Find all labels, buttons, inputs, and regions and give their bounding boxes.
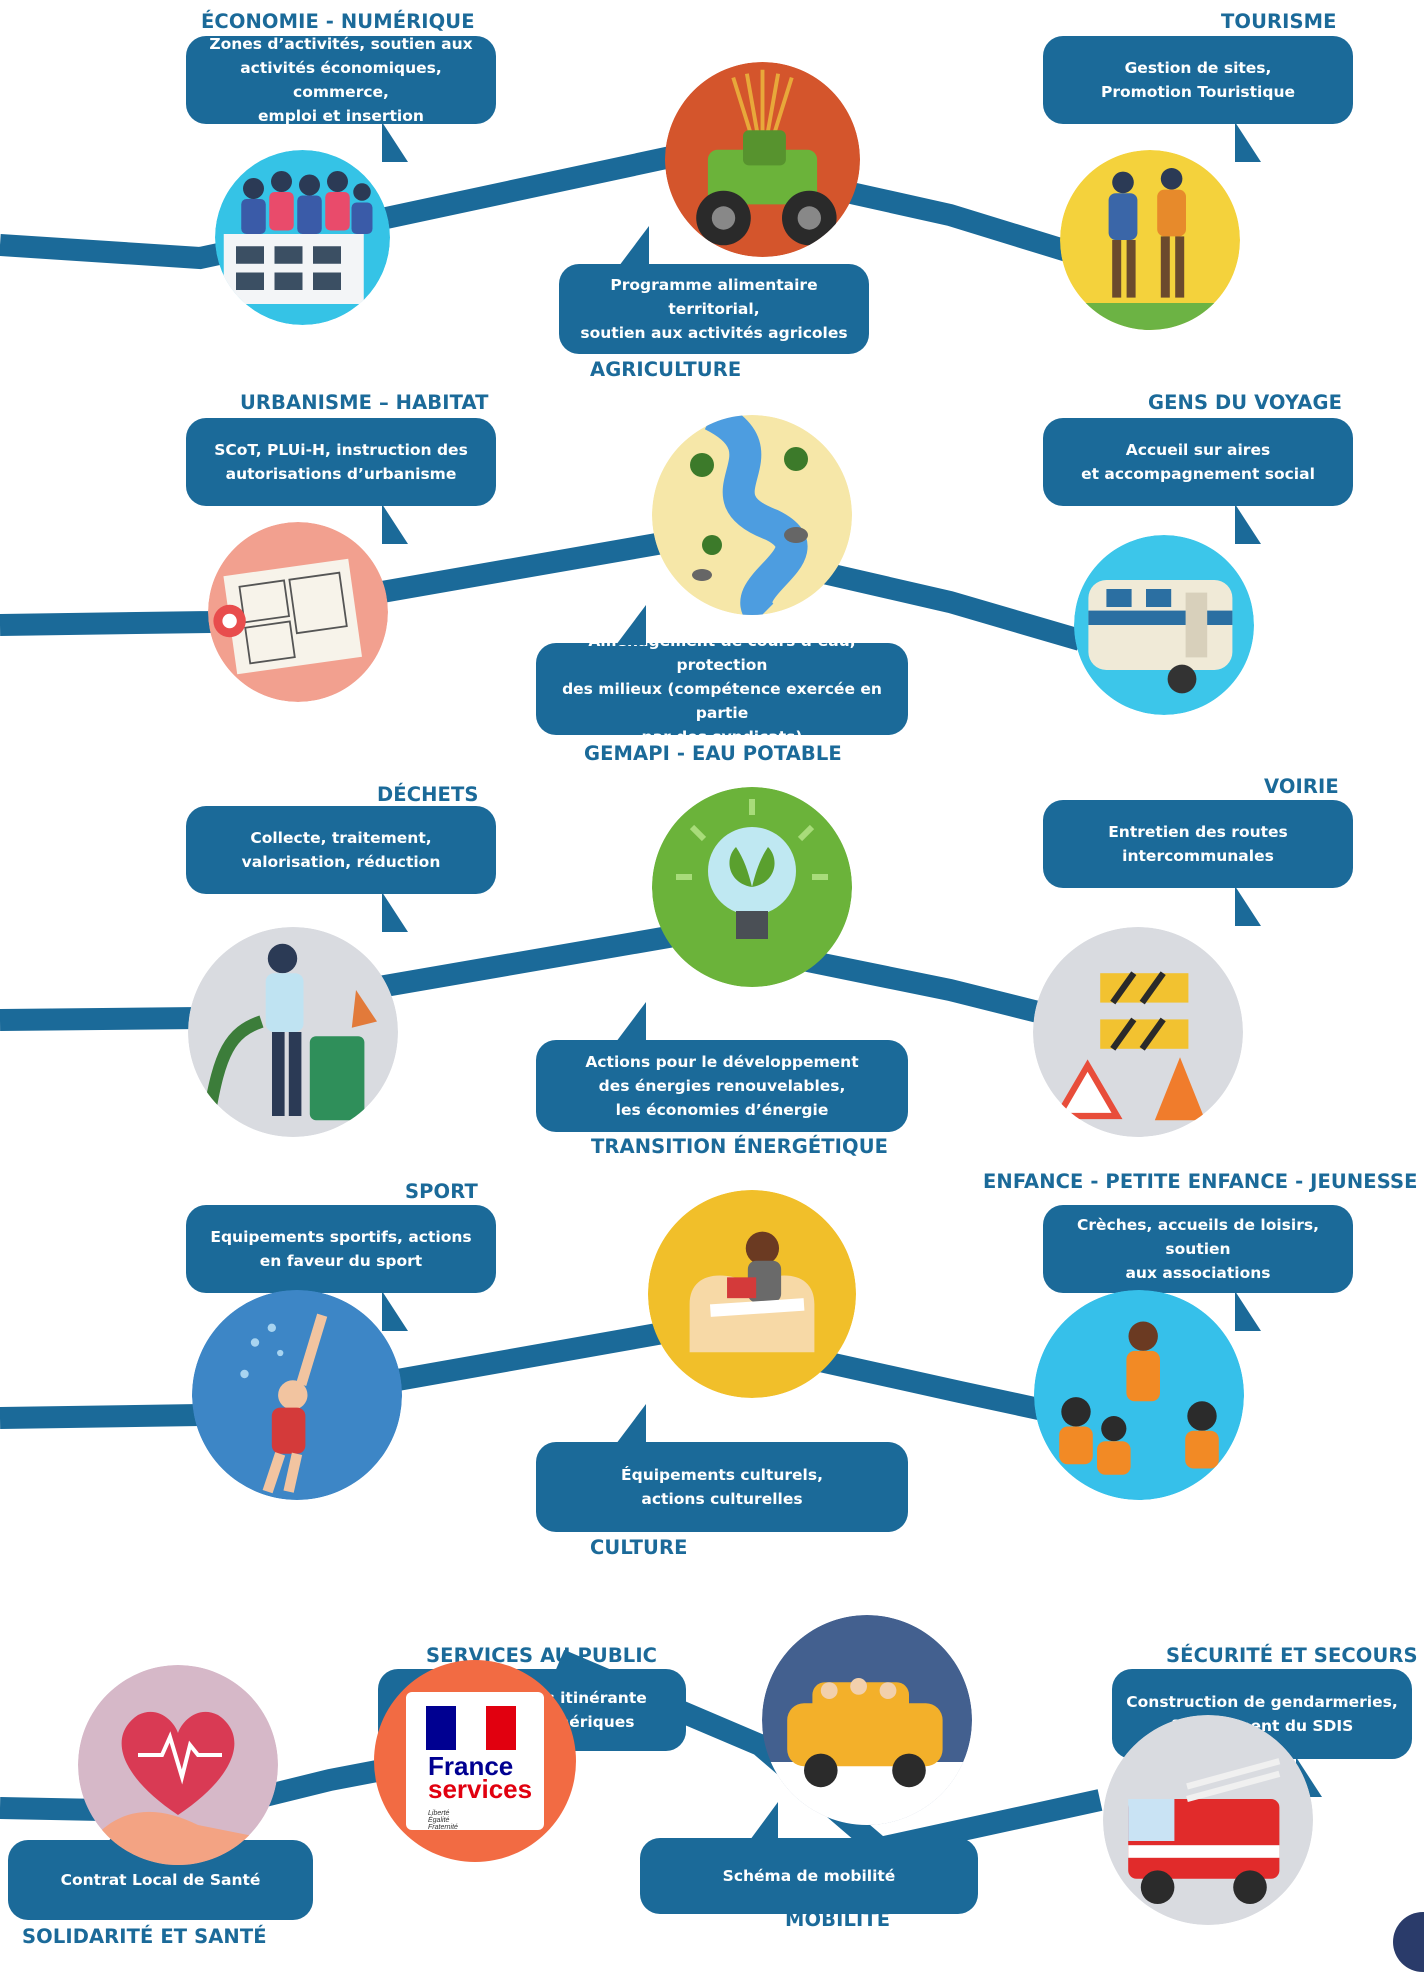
connector-row-2 <box>0 528 1084 651</box>
description-text: Actions pour le développement des énergi… <box>585 1053 859 1119</box>
description-text: SCoT, PLUi-H, instruction des autorisati… <box>214 441 468 483</box>
description-text: Équipements culturels, actions culturell… <box>621 1466 823 1508</box>
category-label-gens-du-voyage: GENS DU VOYAGE <box>1148 391 1342 414</box>
france-services-line1: France <box>428 1751 514 1781</box>
france-services-logo: France services Liberté Égalité Fraterni… <box>374 1660 576 1862</box>
description-text: Zones d’activités, soutien aux activités… <box>209 35 473 125</box>
description-text: Crèches, accueils de loisirs, soutien au… <box>1077 1216 1319 1282</box>
reader-armchair-icon <box>648 1190 856 1398</box>
children-group-icon <box>1034 1290 1244 1500</box>
description-bubble-agriculture: Programme alimentaire territorial, souti… <box>559 226 869 354</box>
description-text: Contrat Local de Santé <box>60 1871 261 1889</box>
marianne-flag-icon <box>426 1706 516 1750</box>
france-services-line2: services <box>428 1774 533 1804</box>
connector-row-1 <box>0 143 1084 270</box>
connector-row-3 <box>0 923 1093 1036</box>
category-label-enfance: ENFANCE - PETITE ENFANCE - JEUNESSE <box>983 1170 1418 1193</box>
description-bubble-transition: Actions pour le développement des énergi… <box>536 1002 908 1132</box>
river-icon <box>652 415 852 615</box>
description-bubble-gens-du-voyage: Accueil sur aires et accompagnement soci… <box>1043 418 1353 544</box>
caravan-icon <box>1074 535 1254 715</box>
connector-row-4 <box>0 1318 1093 1431</box>
description-text: Gestion de sites, Promotion Touristique <box>1101 59 1295 101</box>
description-text: Entretien des routes intercommunales <box>1108 823 1288 865</box>
category-label-sport: SPORT <box>405 1180 478 1203</box>
description-text: Equipements sportifs, actions en faveur … <box>210 1228 472 1270</box>
category-label-dechets: DÉCHETS <box>377 783 479 806</box>
category-label-gemapi: GEMAPI - EAU POTABLE <box>584 742 842 765</box>
description-text: Accueil sur aires et accompagnement soci… <box>1081 441 1315 483</box>
description-bubble-dechets: Collecte, traitement, valorisation, rédu… <box>186 806 496 932</box>
tractor-wheat-icon <box>665 62 860 257</box>
recycling-bin-icon <box>188 927 398 1137</box>
swimmer-icon <box>192 1290 402 1500</box>
hikers-icon <box>1060 150 1240 330</box>
france-services-card: France services Liberté Égalité Fraterni… <box>406 1692 544 1831</box>
road-barrier-icon <box>1033 927 1243 1137</box>
car-passengers-icon <box>762 1615 972 1825</box>
eco-lightbulb-icon <box>652 787 852 987</box>
heart-hand-icon <box>78 1665 278 1865</box>
description-bubble-economie: Zones d’activités, soutien aux activités… <box>186 35 496 162</box>
category-label-culture: CULTURE <box>590 1536 688 1559</box>
description-text: Collecte, traitement, valorisation, rédu… <box>241 829 441 871</box>
category-label-agriculture: AGRICULTURE <box>590 358 742 381</box>
fire-truck-icon <box>1103 1715 1313 1925</box>
category-label-voirie: VOIRIE <box>1264 775 1339 798</box>
category-label-tourisme: TOURISME <box>1221 10 1337 33</box>
description-text: Aménagement de cours d’eau, protection d… <box>562 632 882 746</box>
category-label-securite: SÉCURITÉ ET SECOURS <box>1166 1644 1418 1667</box>
office-building-people-icon <box>215 150 390 325</box>
category-label-economie: ÉCONOMIE - NUMÉRIQUE <box>201 10 475 33</box>
description-bubble-culture: Équipements culturels, actions culturell… <box>536 1404 908 1532</box>
category-label-transition: TRANSITION ÉNERGÉTIQUE <box>591 1135 889 1158</box>
description-text: Schéma de mobilité <box>722 1867 896 1885</box>
france-services-motto: Liberté Égalité Fraternité <box>428 1810 458 1831</box>
description-bubble-enfance: Crèches, accueils de loisirs, soutien au… <box>1043 1205 1353 1331</box>
description-bubble-urbanisme: SCoT, PLUi-H, instruction des autorisati… <box>186 418 496 544</box>
description-bubble-tourisme: Gestion de sites, Promotion Touristique <box>1043 36 1353 162</box>
floor-plan-icon <box>208 522 388 702</box>
description-bubble-mobilite: Schéma de mobilité <box>640 1802 978 1914</box>
category-label-solidarite: SOLIDARITÉ ET SANTÉ <box>22 1925 267 1948</box>
description-bubble-gemapi: Aménagement de cours d’eau, protection d… <box>536 605 908 746</box>
description-bubble-sport: Equipements sportifs, actions en faveur … <box>186 1205 496 1331</box>
category-label-urbanisme: URBANISME – HABITAT <box>240 391 489 414</box>
description-text: Programme alimentaire territorial, souti… <box>580 276 848 342</box>
description-bubble-voirie: Entretien des routes intercommunales <box>1043 800 1353 926</box>
